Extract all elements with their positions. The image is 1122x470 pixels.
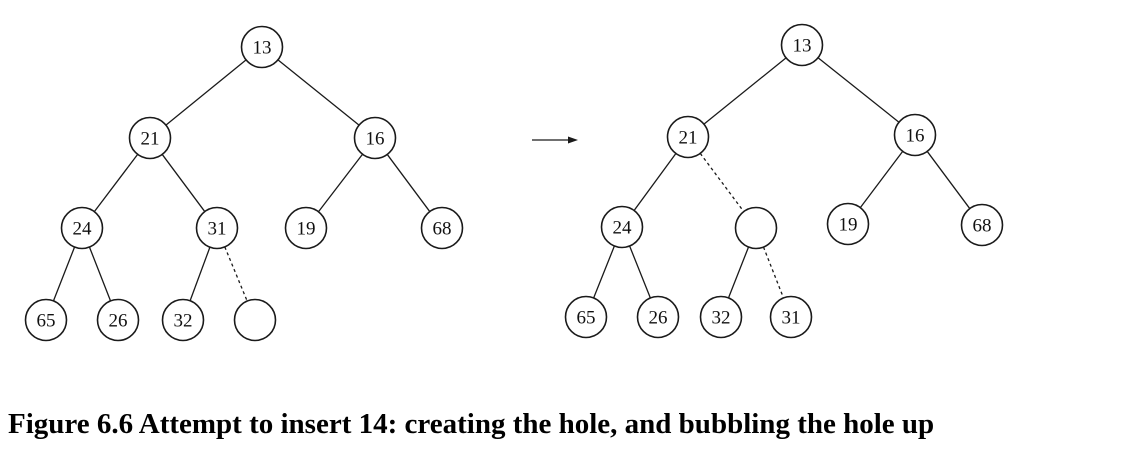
after-node-circle (600, 205, 644, 249)
before-node-circle (420, 206, 464, 250)
after-edge-b13-b21 (703, 57, 787, 125)
after-node-31: 31 (769, 295, 813, 339)
after-node-16: 16 (893, 113, 937, 157)
after-node-circle (780, 23, 824, 67)
before-node-hole (233, 298, 277, 342)
after-node-label: 65 (577, 308, 596, 329)
before-edge-a24-a65 (52, 246, 76, 302)
before-edge-a16-a68 (386, 154, 431, 212)
after-node-label: 32 (712, 308, 731, 329)
before-node-21: 21 (128, 116, 172, 160)
before-node-65: 65 (24, 298, 68, 342)
before-node-label: 32 (174, 311, 193, 332)
after-node-circle (666, 115, 710, 159)
before-node-circle (233, 298, 277, 342)
before-node-circle (353, 116, 397, 160)
before-node-label: 13 (253, 38, 272, 59)
before-node-circle (96, 298, 140, 342)
before-node-32: 32 (161, 298, 205, 342)
after-node-circle (893, 113, 937, 157)
before-edge-a13-a21 (165, 59, 247, 126)
after-node-label: 16 (906, 126, 925, 147)
before-node-label: 24 (73, 219, 93, 240)
transition-arrow (532, 136, 578, 144)
edges-layer (52, 57, 971, 302)
before-node-label: 26 (109, 311, 128, 332)
before-edge-a21-a24 (93, 153, 139, 213)
after-edge-b24-b26 (629, 245, 651, 299)
after-node-32: 32 (699, 295, 743, 339)
after-node-label: 68 (973, 216, 992, 237)
after-node-65: 65 (564, 295, 608, 339)
before-node-label: 21 (141, 129, 160, 150)
before-node-24: 24 (60, 206, 104, 250)
after-node-circle (960, 203, 1004, 247)
before-node-circle (128, 116, 172, 160)
before-edge-a21-a31 (161, 154, 206, 212)
after-node-label: 31 (782, 308, 801, 329)
after-node-circle (699, 295, 743, 339)
after-node-label: 21 (679, 128, 698, 149)
before-node-circle (60, 206, 104, 250)
after-edge-bhole-b32 (727, 246, 750, 299)
before-edge-a31-ahole (224, 246, 248, 302)
before-node-16: 16 (353, 116, 397, 160)
after-node-label: 26 (649, 308, 668, 329)
after-node-circle (734, 206, 778, 250)
before-edge-a13-a16 (277, 59, 360, 126)
before-node-label: 68 (433, 219, 452, 240)
after-node-68: 68 (960, 203, 1004, 247)
after-node-13: 13 (780, 23, 824, 67)
after-node-circle (564, 295, 608, 339)
after-edge-bhole-b31 (762, 246, 785, 299)
after-node-label: 13 (793, 36, 812, 57)
after-node-label: 24 (613, 218, 633, 239)
before-node-circle (161, 298, 205, 342)
after-edge-b24-b65 (593, 245, 615, 299)
before-node-label: 16 (366, 129, 385, 150)
after-node-hole (734, 206, 778, 250)
after-edge-b16-b19 (859, 150, 904, 209)
before-edge-a16-a19 (317, 153, 364, 213)
after-node-19: 19 (826, 202, 870, 246)
after-node-26: 26 (636, 295, 680, 339)
after-edge-b21-bhole (699, 153, 745, 212)
after-node-label: 19 (839, 215, 858, 236)
after-node-21: 21 (666, 115, 710, 159)
before-node-label: 19 (297, 219, 316, 240)
before-node-19: 19 (284, 206, 328, 250)
before-node-31: 31 (195, 206, 239, 250)
before-node-13: 13 (240, 25, 284, 69)
after-edge-b16-b68 (926, 151, 971, 209)
heap-diagram: 13 21 16 24 31 19 68 65 26 32 13 21 16 24 19 68 65 26 32 31 (24, 23, 1004, 342)
nodes-layer: 13 21 16 24 31 19 68 65 26 32 13 21 16 24 19 68 65 26 32 31 (24, 23, 1004, 342)
after-node-circle (769, 295, 813, 339)
figure-caption: Figure 6.6 Attempt to insert 14: creatin… (8, 408, 935, 440)
before-node-circle (284, 206, 328, 250)
after-node-circle (636, 295, 680, 339)
after-edge-b13-b16 (817, 57, 900, 123)
before-edge-a24-a26 (88, 246, 112, 302)
arrow-head-icon (568, 136, 578, 144)
before-edge-a31-a32 (189, 247, 211, 301)
before-node-circle (240, 25, 284, 69)
before-node-circle (24, 298, 68, 342)
before-node-26: 26 (96, 298, 140, 342)
before-node-68: 68 (420, 206, 464, 250)
after-node-circle (826, 202, 870, 246)
before-node-label: 31 (208, 219, 227, 240)
after-node-24: 24 (600, 205, 644, 249)
before-node-label: 65 (37, 311, 56, 332)
before-node-circle (195, 206, 239, 250)
after-edge-b21-b24 (633, 153, 677, 211)
